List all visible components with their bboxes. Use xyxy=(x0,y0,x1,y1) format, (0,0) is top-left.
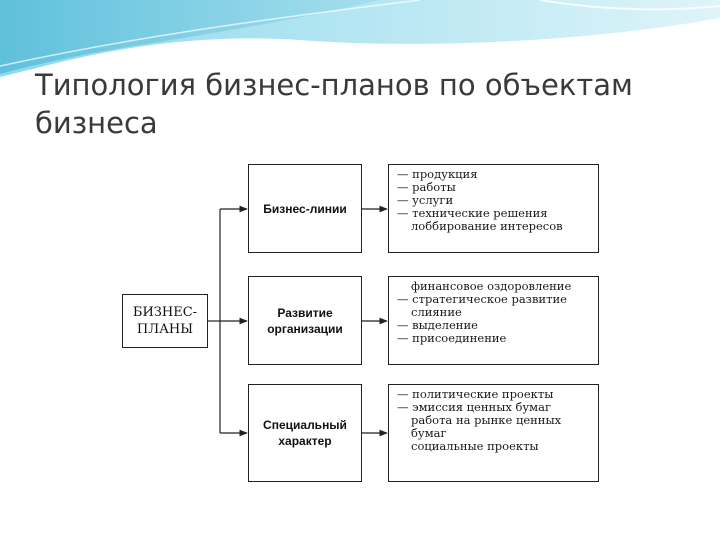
item-list: — продукция — работы — услуги — техничес… xyxy=(397,168,592,233)
list-item: — выделение xyxy=(397,318,478,332)
list-item: работа на рынке ценных xyxy=(411,413,562,427)
list-item: — продукция xyxy=(397,167,478,181)
list-item: лоббирование интересов xyxy=(411,219,563,233)
branch-label: Развитие организации xyxy=(267,305,343,336)
list-item: — стратегическое развитие xyxy=(397,292,567,306)
list-box-org-development: финансовое оздоровление — стратегическое… xyxy=(388,276,599,365)
list-box-business-lines: — продукция — работы — услуги — техничес… xyxy=(388,164,599,253)
branch-box-special-character: Специальный характер xyxy=(248,384,362,482)
list-item: — эмиссия ценных бумаг xyxy=(397,400,552,414)
list-item: слияние xyxy=(411,305,462,319)
branch-label: Специальный характер xyxy=(263,418,347,448)
branch-box-org-development: Развитие организации xyxy=(248,276,362,365)
list-item: — услуги xyxy=(397,193,454,207)
root-box-business-plans: БИЗНЕС- ПЛАНЫ xyxy=(122,294,208,348)
list-item: — работы xyxy=(397,180,456,194)
branch-label: Бизнес-линии xyxy=(263,201,347,216)
list-item: бумаг xyxy=(411,426,447,440)
list-item: — технические решения xyxy=(397,206,548,220)
header-swoosh-decoration xyxy=(0,0,720,79)
root-label-line1: БИЗНЕС- xyxy=(132,305,198,320)
list-item: финансовое оздоровление xyxy=(411,279,572,293)
business-plan-typology-diagram: БИЗНЕС- ПЛАНЫ Бизнес-линии Развитие орга… xyxy=(115,155,605,495)
list-box-special-character: — политические проекты — эмиссия ценных … xyxy=(388,384,599,482)
list-item: — присоединение xyxy=(397,331,507,345)
connector-lines xyxy=(208,205,388,437)
slide-title: Типология бизнес-планов по объектам бизн… xyxy=(35,68,633,140)
item-list: финансовое оздоровление — стратегическое… xyxy=(397,280,592,345)
list-item: социальные проекты xyxy=(411,439,539,453)
list-item: — политические проекты xyxy=(397,387,554,401)
branch-box-business-lines: Бизнес-линии xyxy=(248,164,362,253)
item-list: — политические проекты — эмиссия ценных … xyxy=(397,388,592,453)
root-label-line2: ПЛАНЫ xyxy=(136,322,194,337)
